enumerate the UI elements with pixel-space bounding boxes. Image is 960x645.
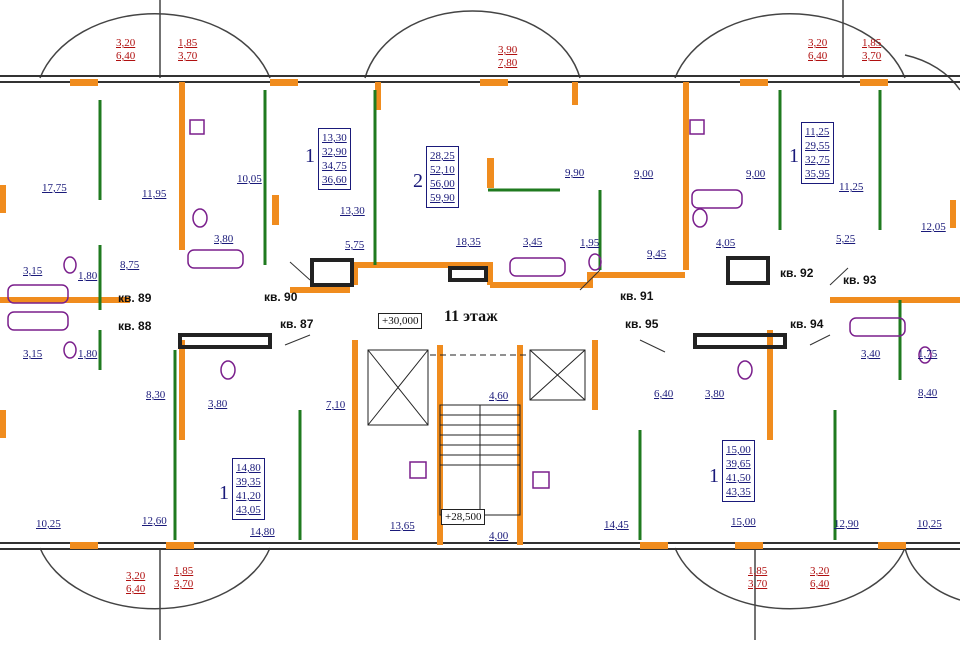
room-area: 9,00 [746, 168, 766, 180]
room-area: 17,75 [42, 182, 67, 194]
room-area: 3,80 [214, 233, 234, 245]
room-area: 4,60 [489, 390, 509, 402]
apartment-label: кв. 91 [620, 289, 654, 303]
room-area: 1,80 [78, 270, 98, 282]
room-area: 8,30 [146, 389, 166, 401]
apartment-label: кв. 89 [118, 291, 152, 305]
room-count: 1 [305, 145, 315, 167]
staircase-elevators [367, 349, 586, 516]
corridor-walls [178, 256, 787, 349]
room-area: 3,40 [861, 348, 881, 360]
balcony-arc [39, 547, 271, 610]
apartment-label: кв. 94 [790, 317, 824, 331]
room-area: 10,25 [917, 518, 942, 530]
room-area: 7,10 [326, 399, 346, 411]
room-area: 5,25 [836, 233, 856, 245]
room-area: 1,95 [580, 237, 600, 249]
apartment-label: кв. 90 [264, 290, 298, 304]
room-area: 10,05 [237, 173, 262, 185]
apartment-label: кв. 88 [118, 319, 152, 333]
room-area: 11,95 [142, 188, 167, 200]
window-blocks [0, 79, 956, 549]
room-area: 3,15 [23, 348, 43, 360]
room-area: 3,45 [523, 236, 543, 248]
balcony-arc [39, 12, 271, 79]
balcony-arc [674, 547, 906, 610]
room-area: 18,35 [456, 236, 481, 248]
room-area: 9,00 [634, 168, 654, 180]
room-area: 1,80 [78, 348, 98, 360]
room-area: 12,90 [834, 518, 859, 530]
room-area: 11,25 [839, 181, 864, 193]
room-count: 1 [789, 145, 799, 167]
room-area: 14,45 [604, 519, 629, 531]
apartment-label: кв. 92 [780, 266, 814, 280]
elevation-mark: +28,500 [441, 509, 486, 525]
annotation-lines [284, 261, 849, 353]
balcony-arc [674, 12, 906, 79]
room-area: 4,00 [489, 530, 509, 542]
room-area: 14,80 [250, 526, 275, 538]
balcony-arc [904, 547, 960, 601]
room-area: 4,05 [716, 237, 736, 249]
apartment-label: кв. 95 [625, 317, 659, 331]
room-area: 15,00 [731, 516, 756, 528]
room-count: 1 [709, 465, 719, 487]
balcony-arc [364, 10, 581, 79]
floor-label: 11 этаж [444, 308, 498, 325]
room-area: 12,05 [921, 221, 946, 233]
apartment-label: кв. 87 [280, 317, 314, 331]
room-area: 13,30 [340, 205, 365, 217]
room-area: 1,75 [918, 348, 938, 360]
bathroom-fixtures [7, 119, 932, 489]
room-count: 2 [413, 170, 423, 192]
partitions [98, 90, 902, 540]
room-area: 3,80 [705, 388, 725, 400]
balcony-arc [904, 54, 960, 91]
room-area: 13,65 [390, 520, 415, 532]
room-area: 6,40 [654, 388, 674, 400]
room-area: 9,45 [647, 248, 667, 260]
balcony-arcs [39, 0, 960, 640]
room-area: 8,40 [918, 387, 938, 399]
elevation-mark: +30,000 [378, 313, 423, 329]
room-area: 8,75 [120, 259, 140, 271]
room-area: 5,75 [345, 239, 365, 251]
room-area: 3,15 [23, 265, 43, 277]
room-count: 1 [219, 482, 229, 504]
room-area: 10,25 [36, 518, 61, 530]
room-area: 12,60 [142, 515, 167, 527]
room-area: 3,80 [208, 398, 228, 410]
apartment-label: кв. 93 [843, 273, 877, 287]
room-area: 9,90 [565, 167, 585, 179]
